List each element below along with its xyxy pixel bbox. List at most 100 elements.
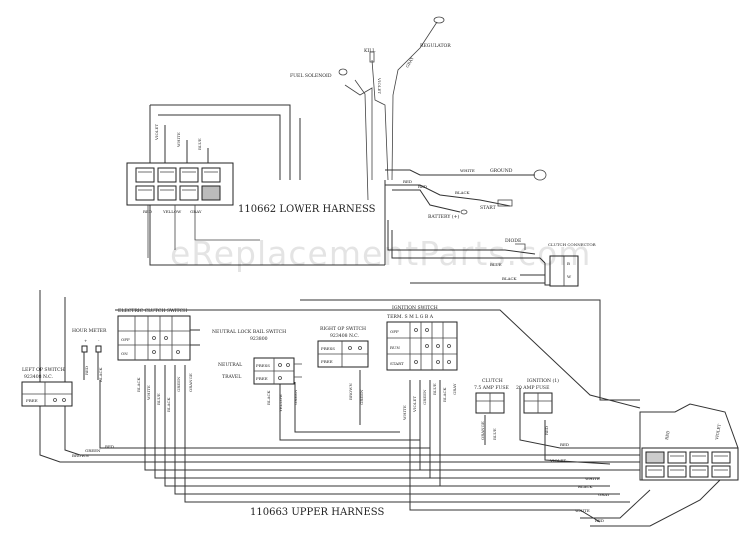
clutch-switch-title: ELECTRIC CLUTCH SWITCH: [118, 308, 187, 314]
clutch-switch-wire-1: BLACK: [136, 376, 141, 392]
kill-label: KILL: [364, 48, 375, 54]
hour-meter-red: RED: [84, 366, 89, 375]
ignition-fuse-red: RED: [544, 426, 549, 435]
red-wire-label-right: RED: [560, 442, 569, 447]
violet-wire-label: VIOLET: [154, 124, 159, 141]
clutch-connector-label: CLUTCH CONNECTOR: [548, 242, 597, 247]
travel-label: TRAVEL: [222, 374, 241, 380]
connector-yellow-label: YELLOW: [162, 209, 182, 214]
ignition-wire-1: WHITE: [402, 405, 407, 420]
ignition-switch: IGNITION SWITCH TERM. S M L G B A OFF RU…: [386, 305, 458, 371]
violet-wire-label-top: VIOLET: [377, 77, 382, 94]
start-label: START: [480, 205, 497, 211]
battery-terminal: [460, 209, 468, 215]
ignition-run: RUN: [390, 345, 400, 350]
hour-meter-pin-minus: -: [98, 338, 100, 343]
battery-label: BATTERY (+): [428, 213, 459, 220]
kill-terminal: [369, 51, 375, 63]
neutral-lock-free: FREE: [256, 376, 268, 381]
ignition-wire-6: GRAY: [452, 383, 457, 395]
lower-harness: REGULATOR KILL FUEL SOLENOID GRAY VIOLET…: [126, 16, 597, 287]
white-wire-label-bottom: WHITE: [585, 476, 600, 481]
red-wire-label-bottom: RED: [105, 444, 114, 449]
neutral-lock-press: PRESS: [256, 363, 270, 368]
upper-harness-connector: [639, 403, 739, 481]
diode-label: DIODE: [505, 238, 521, 244]
white-wire-label-low: WHITE: [575, 508, 590, 513]
regulator-label: REGULATOR: [420, 43, 451, 49]
clutch-pin-w: W: [567, 274, 572, 279]
ignition-wire-3: GREEN: [422, 389, 427, 405]
red-wire-label-2: RED: [418, 184, 427, 189]
clutch-switch-on: ON: [121, 351, 128, 356]
clutch-switch-wire-6: ORANGE: [188, 373, 193, 392]
connector-red-label-upper: RED: [664, 430, 671, 440]
upper-harness-title: 110663 UPPER HARNESS: [250, 507, 384, 518]
ground-terminal: [533, 169, 547, 181]
ignition-fuse-title: IGNITION (1): [527, 377, 559, 384]
neutral-lock-title: NEUTRAL LOCK BAIL SWITCH: [212, 329, 286, 335]
neutral-lock-part: 923800: [250, 336, 268, 342]
ignition-fuse-rating: 20 AMP FUSE: [516, 385, 549, 391]
right-op-switch-title: RIGHT OP SWITCH: [320, 326, 366, 332]
neutral-label: NEUTRAL: [218, 362, 242, 368]
lower-harness-connector: [126, 162, 234, 206]
clutch-connector: B W: [549, 255, 579, 287]
regulator-terminal: [433, 16, 445, 24]
neutral-wire-3: GREEN: [293, 389, 298, 405]
clutch-blue-label: BLUE: [490, 262, 502, 267]
lower-harness-title: 110662 LOWER HARNESS: [238, 204, 376, 215]
black-wire-label: BLACK: [455, 190, 471, 195]
blue-wire-label: BLUE: [197, 138, 202, 150]
gray-wire-label-bottom: GRAY: [598, 492, 610, 497]
clutch-fuse-rating: 7.5 AMP FUSE: [474, 385, 509, 391]
connector-red-label: RED: [143, 209, 152, 214]
clutch-fuse-orange: ORANGE: [480, 421, 485, 440]
ignition-switch-terminals: TERM. S M L G B A: [387, 314, 434, 320]
connector-gray-label: GRAY: [190, 209, 202, 214]
electric-clutch-switch: ELECTRIC CLUTCH SWITCH OFF ON: [117, 308, 200, 361]
ignition-off: OFF: [390, 329, 399, 334]
clutch-switch-off: OFF: [121, 337, 130, 342]
start-terminal: [497, 199, 513, 207]
right-op-wire-brown: BROWN: [348, 383, 353, 400]
right-op-free: FREE: [321, 359, 333, 364]
clutch-switch-wire-4: BLACK: [166, 396, 171, 412]
right-op-switch-part: 923408 N.C.: [330, 333, 360, 339]
green-wire-label: GREEN: [85, 448, 101, 453]
ignition-wire-5: BLACK: [442, 386, 447, 402]
hour-meter-pin-plus: +: [84, 338, 87, 343]
clutch-switch-wire-3: BLUE: [156, 393, 161, 405]
left-op-switch-title: LEFT OP SWITCH: [22, 367, 65, 373]
hour-meter: HOUR METER + - RED BLACK: [72, 328, 107, 382]
black-wire-label-bottom: BLACK: [578, 484, 594, 489]
left-op-switch: LEFT OP SWITCH 923408 N.C. FREE: [21, 367, 73, 407]
watermark: eReplacementParts.com: [170, 234, 591, 273]
right-op-switch: RIGHT OP SWITCH 923408 N.C. PRESS FREE: [317, 326, 369, 368]
ground-label: GROUND: [490, 168, 513, 174]
ignition-fuse: IGNITION (1) 20 AMP FUSE: [516, 377, 559, 414]
hour-meter-title: HOUR METER: [72, 328, 107, 334]
clutch-fuse-blue: BLUE: [492, 428, 497, 440]
ignition-start: START: [390, 361, 404, 366]
white-wire-label: WHITE: [176, 132, 181, 147]
left-op-switch-free: FREE: [26, 398, 38, 403]
ignition-wire-4: BLUE: [432, 383, 437, 395]
neutral-wire-1: BLACK: [266, 389, 271, 405]
upper-harness: BROWN GREEN RED RED VIOLET WHITE BLACK G…: [21, 290, 739, 527]
clutch-black-label: BLACK: [502, 276, 518, 281]
connector-violet-label-upper: VIOLET: [714, 423, 722, 441]
white-wire-label-ground: WHITE: [460, 168, 475, 173]
red-wire-label-low: RED: [595, 518, 604, 523]
ignition-wire-2: VIOLET: [412, 396, 417, 413]
red-wire-label: RED: [403, 179, 412, 184]
clutch-fuse: CLUTCH 7.5 AMP FUSE: [474, 378, 509, 414]
violet-wire-label-right: VIOLET: [549, 458, 566, 463]
fuel-solenoid-label: FUEL SOLENOID: [290, 73, 332, 79]
clutch-switch-wire-2: WHITE: [146, 385, 151, 400]
fuel-solenoid-terminal: [338, 68, 348, 76]
hour-meter-black: BLACK: [98, 366, 103, 382]
left-op-switch-part: 923408 N.C.: [24, 374, 54, 380]
neutral-wire-2: YELLOW: [278, 393, 283, 413]
